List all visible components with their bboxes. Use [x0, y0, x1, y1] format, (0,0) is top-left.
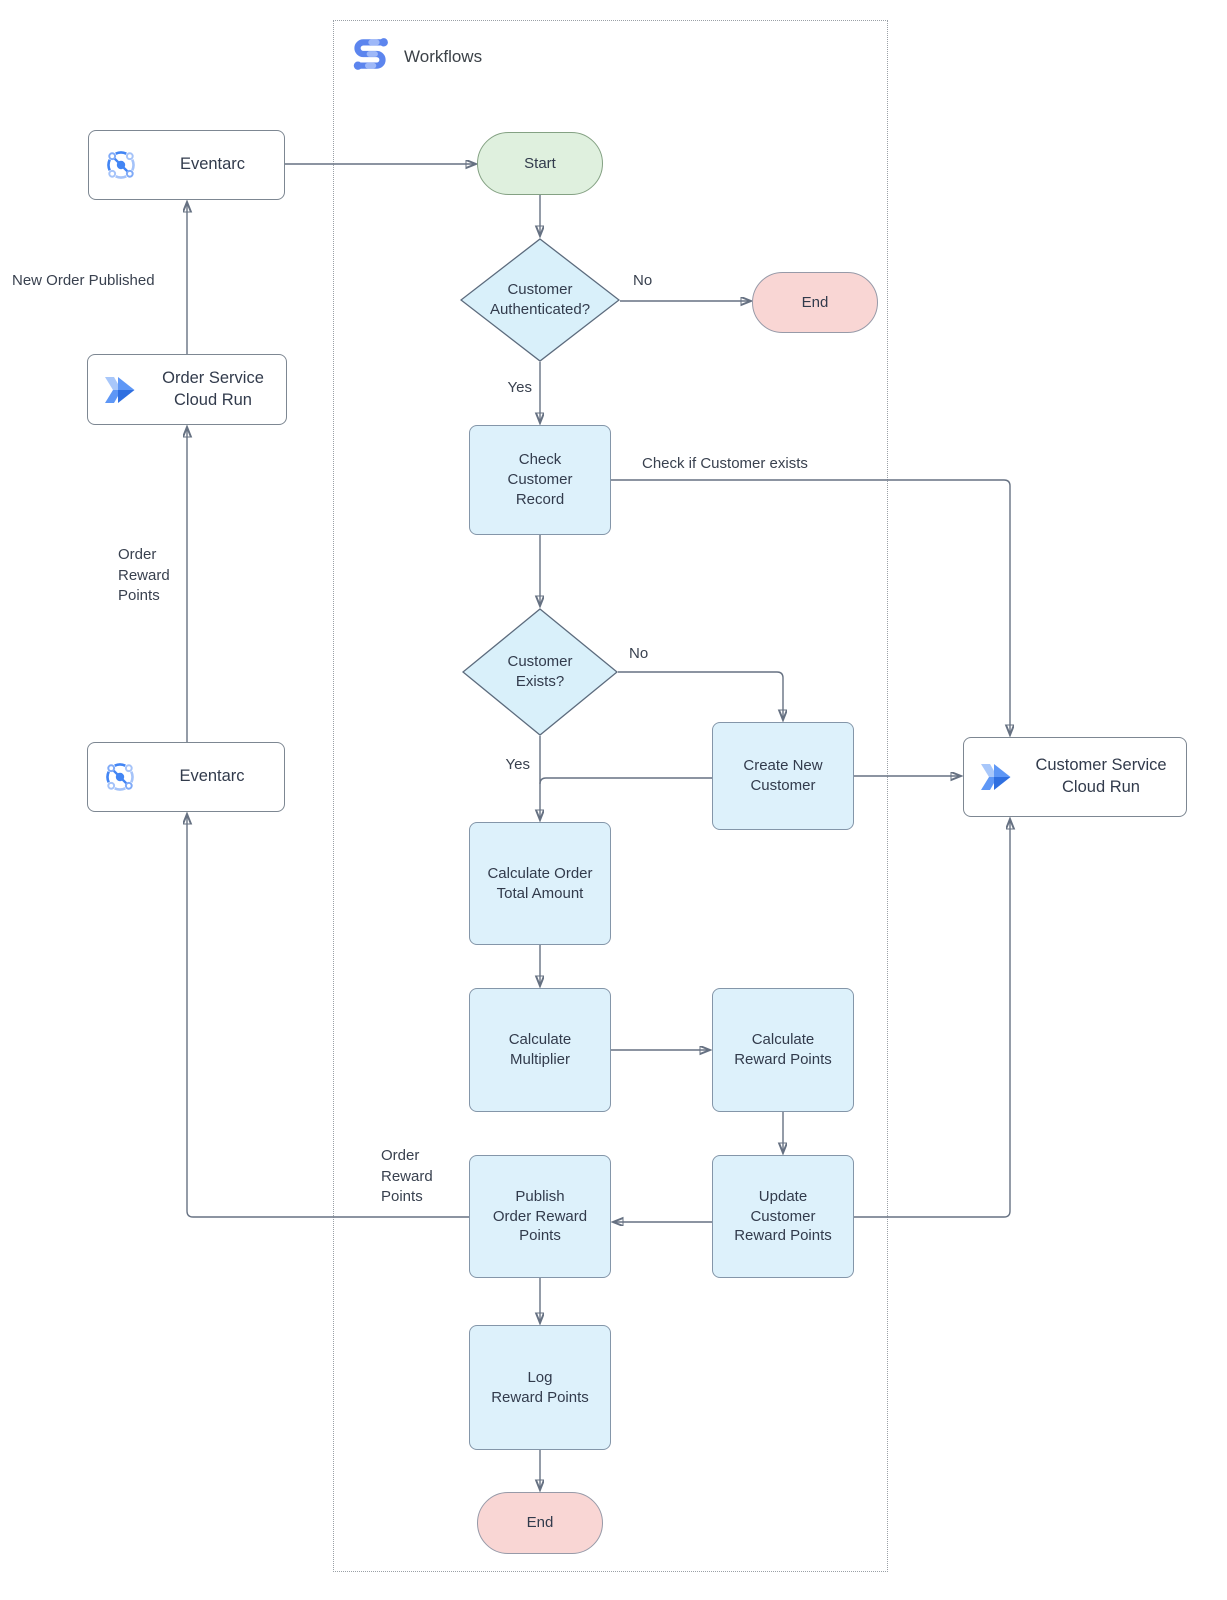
edge-create-merge [539, 777, 712, 785]
node-decision-customer-exists: Customer Exists? [462, 608, 618, 736]
node-create-new-customer: Create New Customer [712, 722, 854, 830]
node-update-customer-reward-points: Update Customer Reward Points [712, 1155, 854, 1278]
workflows-group-border [333, 20, 888, 1572]
node-end-top: End [752, 272, 878, 333]
edge-exists-no-to-create [618, 671, 783, 720]
eventarc-icon [103, 147, 139, 183]
eventarc-icon [102, 759, 138, 795]
node-label: Customer Service Cloud Run [1035, 756, 1167, 796]
edge-label-check-if-customer-exists: Check if Customer exists [642, 455, 808, 472]
cloud-run-icon [102, 372, 138, 408]
edge-publish-to-eventarc [187, 814, 469, 1218]
edge-label-order-reward-points-publish: Order Reward Points [381, 1147, 433, 1206]
node-label: Eventarc [179, 155, 246, 174]
edge-label-auth-yes: Yes [507, 379, 532, 396]
node-start: Start [477, 132, 603, 195]
node-log-reward-points: Log Reward Points [469, 1325, 611, 1450]
node-order-service-cloud-run: Order Service Cloud Run [87, 354, 287, 425]
node-customer-service-cloud-run: Customer Service Cloud Run [963, 737, 1187, 817]
node-label: Eventarc [179, 767, 245, 786]
node-label: Order Service Cloud Run [162, 368, 264, 409]
edge-label-new-order-published: New Order Published [12, 272, 155, 289]
node-check-customer-record: Check Customer Record [469, 425, 611, 535]
decision-diamond-shape [462, 608, 618, 736]
decision-diamond-shape [460, 238, 620, 362]
edge-label-auth-no: No [633, 272, 653, 289]
node-publish-order-reward-points: Publish Order Reward Points [469, 1155, 611, 1278]
edge-update-to-customer-service [854, 819, 1010, 1218]
node-eventarc-top: Eventarc [88, 130, 285, 200]
node-calculate-order-total: Calculate Order Total Amount [469, 822, 611, 945]
node-calculate-reward-points: Calculate Reward Points [712, 988, 854, 1112]
edge-label-order-reward-points-left: Order Reward Points [118, 546, 170, 605]
edge-check-to-customer-service [611, 479, 1010, 735]
workflows-header: Workflows [350, 34, 482, 79]
node-label: Customer Authenticated? [489, 281, 591, 318]
node-label: Customer Exists? [507, 653, 573, 690]
node-eventarc-bottom: Eventarc [87, 742, 285, 812]
node-decision-customer-authenticated: Customer Authenticated? [460, 238, 620, 362]
workflows-icon [350, 34, 390, 79]
cloud-run-icon [978, 759, 1014, 795]
node-end-bottom: End [477, 1492, 603, 1554]
edge-label-exists-no: No [629, 645, 649, 662]
node-calculate-multiplier: Calculate Multiplier [469, 988, 611, 1112]
workflows-title: Workflows [404, 46, 483, 66]
edge-label-exists-yes: Yes [505, 756, 530, 773]
